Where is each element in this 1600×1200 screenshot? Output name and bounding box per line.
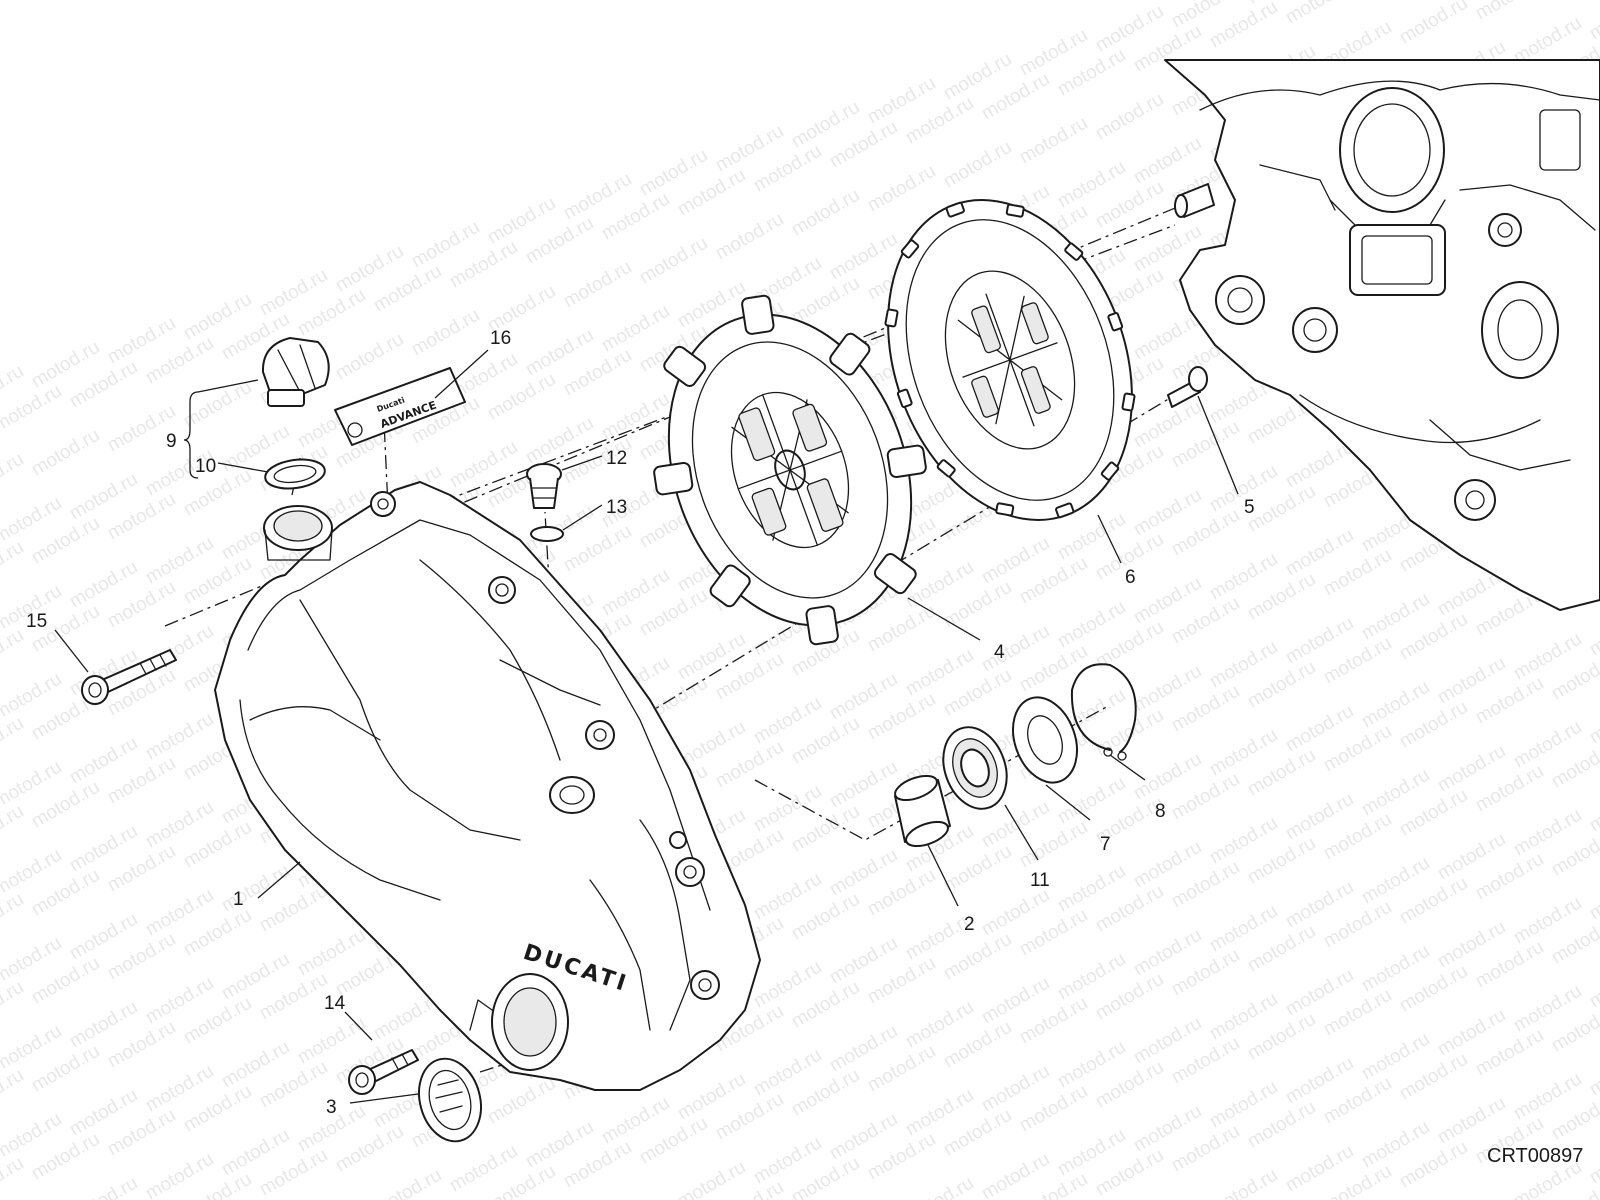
watermark-text: motod.ru xyxy=(1586,1045,1600,1101)
callout-12: 12 xyxy=(606,448,627,469)
watermark-text: motod.ru xyxy=(864,161,939,217)
callout-6: 6 xyxy=(1125,567,1136,588)
screw xyxy=(1167,366,1208,408)
watermark-text: motod.ru xyxy=(1586,869,1600,925)
watermark-text: motod.ru xyxy=(0,889,27,945)
plate-notch xyxy=(896,388,913,408)
watermark-text: motod.ru xyxy=(560,257,635,313)
watermark-text: motod.ru xyxy=(28,425,103,481)
callout-13: 13 xyxy=(606,497,627,518)
callout-16: 16 xyxy=(490,328,511,349)
watermark-text: motod.ru xyxy=(902,1173,977,1200)
plate-notch xyxy=(1064,242,1084,261)
watermark-text: motod.ru xyxy=(1586,693,1600,749)
plate-lug xyxy=(709,564,751,608)
plate-notch xyxy=(995,502,1015,517)
watermark-text: motod.ru xyxy=(408,305,483,361)
callout-8: 8 xyxy=(1155,801,1166,822)
crankcase-half xyxy=(1164,59,1600,611)
watermark-text: motod.ru xyxy=(66,1173,141,1200)
watermark-text: motod.ru xyxy=(712,209,787,265)
plate-notch xyxy=(936,459,956,478)
callout-3: 3 xyxy=(326,1097,337,1118)
plate-lug xyxy=(663,345,707,387)
watermark-text: motod.ru xyxy=(1282,0,1357,28)
watermark-text: motod.ru xyxy=(0,1065,27,1121)
plate-notch xyxy=(1121,392,1136,412)
plate-notch xyxy=(900,239,920,259)
shaft-seal xyxy=(418,1057,482,1143)
cover-bolt-long xyxy=(81,649,177,705)
plate-notch xyxy=(1100,461,1120,481)
plate-notch xyxy=(1055,502,1075,519)
watermark-text: motod.ru xyxy=(180,377,255,433)
callout-5: 5 xyxy=(1244,497,1255,518)
oil-filler-seal xyxy=(264,458,326,490)
watermark-text: motod.ru xyxy=(1586,0,1600,44)
watermark-text: motod.ru xyxy=(0,977,27,1033)
callout-7: 7 xyxy=(1100,834,1111,855)
clutch-spring-plate xyxy=(884,199,1136,521)
inspection-plug xyxy=(526,463,562,509)
plate-lug xyxy=(805,605,839,646)
watermark-text: motod.ru xyxy=(940,137,1015,193)
circlip xyxy=(1070,663,1137,761)
watermark-text: motod.ru xyxy=(0,625,27,681)
washer xyxy=(1012,696,1078,784)
watermark-text: motod.ru xyxy=(1586,781,1600,837)
cover-bolt-short xyxy=(348,1049,419,1095)
watermark-text: motod.ru xyxy=(0,449,27,505)
watermark-text: motod.ru xyxy=(1396,0,1471,48)
plate-lug xyxy=(873,553,917,595)
watermark-text: motod.ru xyxy=(0,1153,27,1200)
callout-9: 9 xyxy=(166,431,177,452)
callout-10: 10 xyxy=(195,456,216,477)
plate-notch xyxy=(884,308,899,328)
plate-notch xyxy=(1005,203,1025,218)
leader-lines xyxy=(54,349,1239,1104)
callout-2: 2 xyxy=(964,914,975,935)
plate-lug xyxy=(886,444,927,479)
watermark-text: motod.ru xyxy=(1016,113,1091,169)
watermark-text: motod.ru xyxy=(0,537,27,593)
callouts: 1 2 3 4 5 6 7 8 9 10 11 12 13 14 15 16 xyxy=(26,328,1255,1118)
callout-14: 14 xyxy=(324,993,346,1014)
plate-lug xyxy=(741,294,775,335)
plate-notch xyxy=(1107,312,1124,332)
watermark-text: motod.ru xyxy=(0,713,27,769)
watermark-text: motod.ru xyxy=(788,185,863,241)
watermark-text: motod.ru xyxy=(1472,0,1547,24)
watermark-text: motod.ru xyxy=(674,1157,749,1200)
bushing xyxy=(894,774,951,848)
watermark-text: motod.ru xyxy=(1586,957,1600,1013)
clutch-cover: DUCATI xyxy=(214,481,761,1091)
callout-4: 4 xyxy=(994,642,1005,663)
plate-lug xyxy=(653,461,694,496)
brace-9 xyxy=(183,391,199,479)
clutch-pressure-plate xyxy=(653,294,927,646)
watermark-text: motod.ru xyxy=(636,233,711,289)
callout-11: 11 xyxy=(1030,870,1050,891)
watermark-text: motod.ru xyxy=(1586,605,1600,661)
watermark-text: motod.ru xyxy=(1206,1165,1281,1200)
dowel-pin xyxy=(1174,183,1215,218)
watermark-text: motod.ru xyxy=(370,1165,445,1200)
oil-filler-cap xyxy=(261,337,330,407)
plug-o-ring xyxy=(530,526,564,542)
watermark-text: motod.ru xyxy=(332,329,407,385)
bearing xyxy=(942,726,1008,810)
plate-lug xyxy=(829,332,871,376)
callout-15: 15 xyxy=(26,611,47,632)
plate-notch xyxy=(945,201,965,218)
watermark-text: motod.ru xyxy=(1092,89,1167,145)
watermark-text: motod.ru xyxy=(0,801,27,857)
callout-1: 1 xyxy=(233,889,244,910)
watermark-text: motod.ru xyxy=(1586,1133,1600,1189)
watermark-text: motod.ru xyxy=(1358,0,1433,4)
drawing-code: CRT00897 xyxy=(1487,1145,1583,1167)
